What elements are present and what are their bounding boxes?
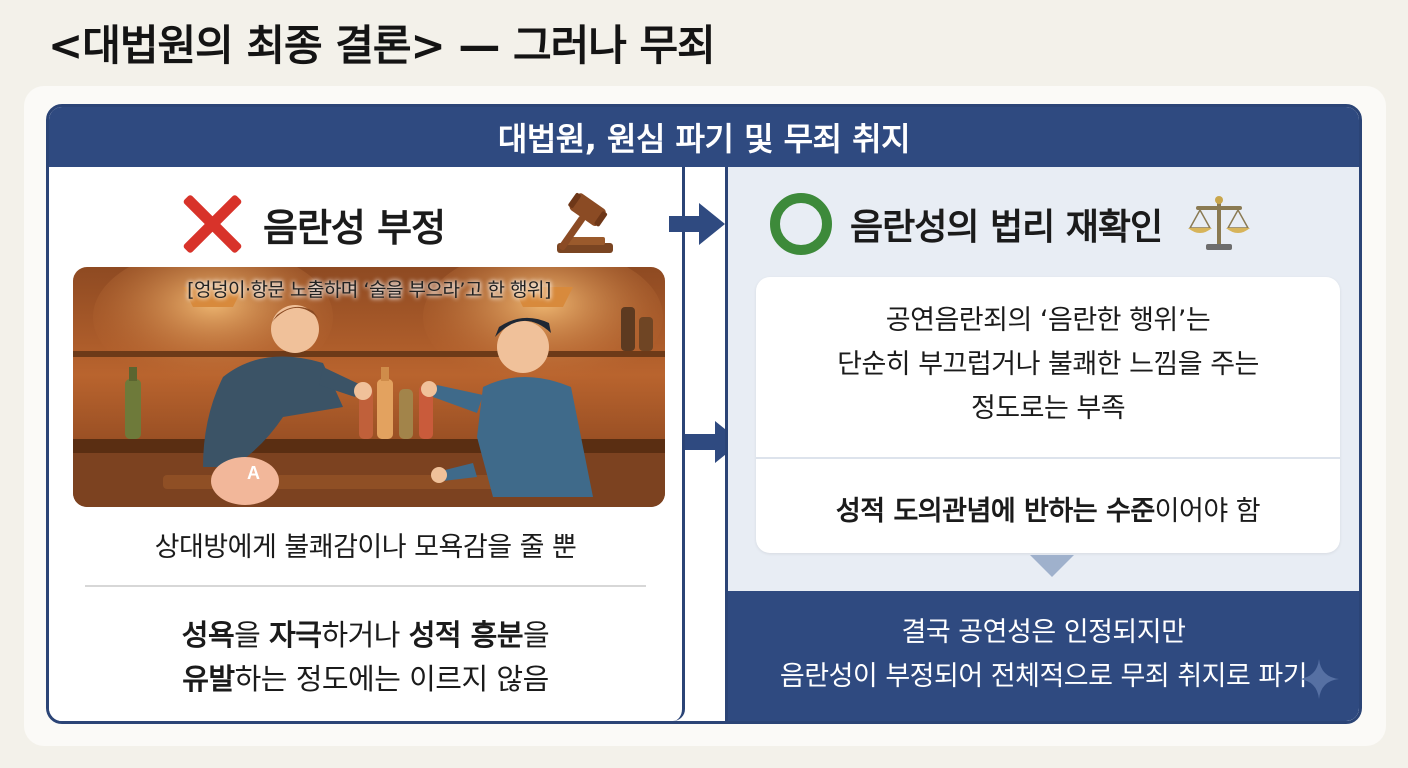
principle-line-1: 공연음란죄의 ‘음란한 행위’는 [885,305,1211,336]
bar-scene-illustration: A [엉덩이·항문 노출하며 ‘술을 부으라’고 한 행위] [73,267,665,507]
bold-term-moral-standard: 성적 도의관념에 반하는 수준 [835,496,1155,527]
arrow-right-icon [669,203,725,245]
bold-term-sexual-arousal: 성적 흥분 [408,618,524,652]
text-fragment: 을 [523,618,550,652]
left-heading: 음란성 부정 [179,189,446,259]
ruling-frame: 대법원, 원심 파기 및 무죄 취지 음란성 부정 [46,104,1362,724]
left-statement-2: 성욕을 자극하거나 성적 흥분을 유발하는 정도에는 이르지 않음 [49,613,682,701]
bold-term-induce: 유발 [182,662,235,696]
left-heading-text: 음란성 부정 [263,205,446,250]
principle-line-3: 정도로는 부족 [970,393,1126,424]
circle-icon [770,193,832,255]
requirement-text: 성적 도의관념에 반하는 수준이어야 함 [756,489,1340,528]
conclusion-line-1: 결국 공연성은 인정되지만 [901,617,1186,648]
scale-icon [1188,196,1251,250]
bold-term-stimulate: 자극 [269,618,322,652]
x-icon [179,191,245,257]
text-fragment: 이어야 함 [1154,496,1261,527]
scene-label: A [247,463,260,483]
left-statement-1: 상대방에게 불쾌감이나 모욕감을 줄 뿐 [154,532,577,563]
scene-caption: [엉덩이·항문 노출하며 ‘술을 부으라’고 한 행위] [187,279,551,301]
bold-term-sexual-desire: 성욕 [181,618,235,652]
bar-scene-art: A [73,267,665,507]
principle-text: 공연음란죄의 ‘음란한 행위’는 단순히 부끄럽거나 불쾌한 느낌을 주는 정도… [756,299,1340,431]
conclusion-box: 결국 공연성은 인정되지만 음란성이 부정되어 전체적으로 무죄 취지로 파기 [728,591,1359,721]
page-title: <대법원의 최종 결론> — 그러나 무죄 [48,21,716,70]
text-fragment: 하거나 [321,618,409,652]
header-title: 대법원, 원심 파기 및 무죄 취지 [497,120,911,158]
right-heading: 음란성의 법리 재확인 [770,189,1252,259]
left-divider [85,585,646,587]
sparkle-icon [1299,659,1339,699]
header-bar: 대법원, 원심 파기 및 무죄 취지 [49,107,1359,167]
right-heading-text: 음란성의 법리 재확인 [850,207,1163,248]
left-panel: 음란성 부정 [49,167,685,721]
text-fragment: 을 [234,618,270,652]
principle-line-2: 단순히 부끄럽거나 불쾌한 느낌을 주는 [837,349,1259,380]
info-divider [756,457,1340,459]
gavel-icon [557,192,613,253]
text-fragment: 하는 정도에는 이르지 않음 [234,662,550,696]
legal-principle-box: 공연음란죄의 ‘음란한 행위’는 단순히 부끄럽거나 불쾌한 느낌을 주는 정도… [756,277,1340,553]
conclusion-line-2: 음란성이 부정되어 전체적으로 무죄 취지로 파기 [779,661,1308,692]
right-panel: 음란성의 법리 재확인 공연음란죄의 ‘음란한 행위’는 단순히 부끄럽거나 불… [725,167,1359,721]
down-triangle-icon [1030,555,1074,577]
